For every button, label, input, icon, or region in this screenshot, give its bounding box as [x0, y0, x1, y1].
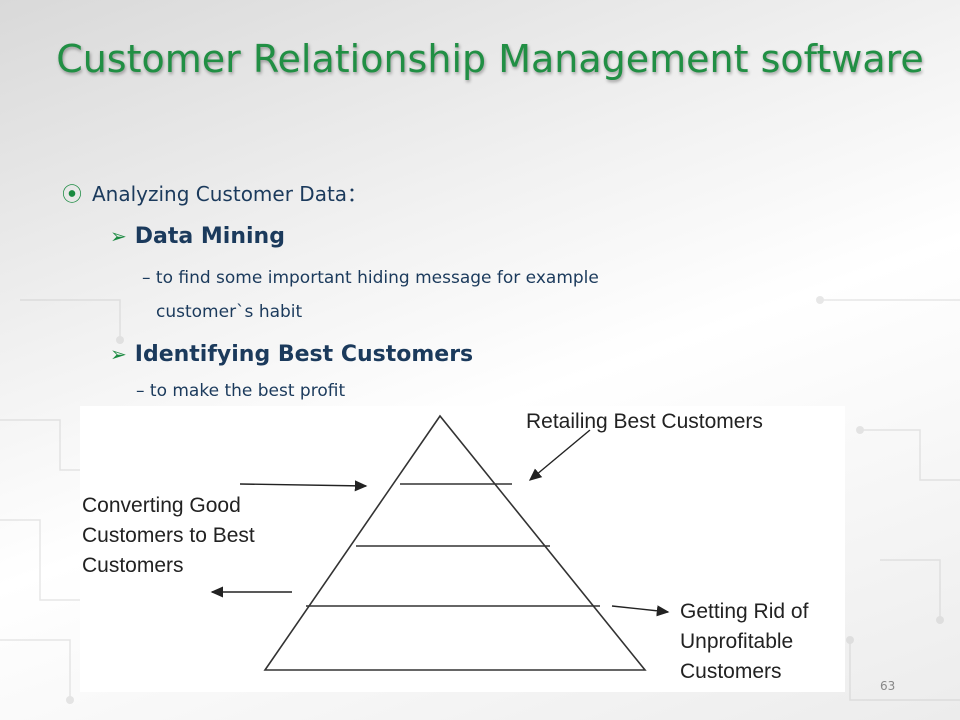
slide-title: Customer Relationship Management softwar… — [56, 37, 924, 81]
target-bullet-icon: ⦿ — [62, 182, 82, 206]
sub-item-title: Data Mining — [134, 224, 285, 249]
sub-item-title: Identifying Best Customers — [134, 342, 474, 367]
sub-item-desc: – to find some important hiding message … — [142, 268, 599, 288]
label-getting-rid-line2: Unprofitable — [680, 630, 794, 653]
sub-item-desc: – to make the best profit — [136, 381, 346, 401]
arrow-bullet-icon: ➢ — [110, 342, 127, 366]
label-converting-line3: Customers — [82, 554, 184, 577]
sub-item-data-mining: ➢ Data Mining — [110, 224, 285, 249]
sub-item-identifying-best-customers: ➢ Identifying Best Customers — [110, 342, 473, 367]
label-getting-rid-line1: Getting Rid of — [680, 600, 809, 623]
page-number: 63 — [880, 679, 896, 693]
bullet-analyzing-customer-data: ⦿ Analyzing Customer Data： — [62, 178, 367, 207]
arrow-to-top-tier — [528, 429, 591, 481]
label-retailing-best-customers: Retailing Best Customers — [526, 410, 763, 433]
label-getting-rid-line3: Customers — [680, 660, 782, 683]
sub-item-desc: customer`s habit — [156, 302, 303, 322]
label-converting-line1: Converting Good — [82, 494, 241, 517]
pyramid-outline — [263, 414, 647, 671]
arrow-to-unprofitable — [611, 605, 670, 617]
bullet-text: Analyzing Customer Data： — [92, 182, 368, 206]
arrow-into-pyramid — [239, 480, 368, 492]
label-converting-line2: Customers to Best — [82, 524, 255, 547]
arrow-bullet-icon: ➢ — [110, 224, 127, 248]
pyramid-svg — [210, 414, 670, 671]
customer-pyramid-diagram: Retailing Best Customers Converting Good… — [80, 406, 845, 692]
